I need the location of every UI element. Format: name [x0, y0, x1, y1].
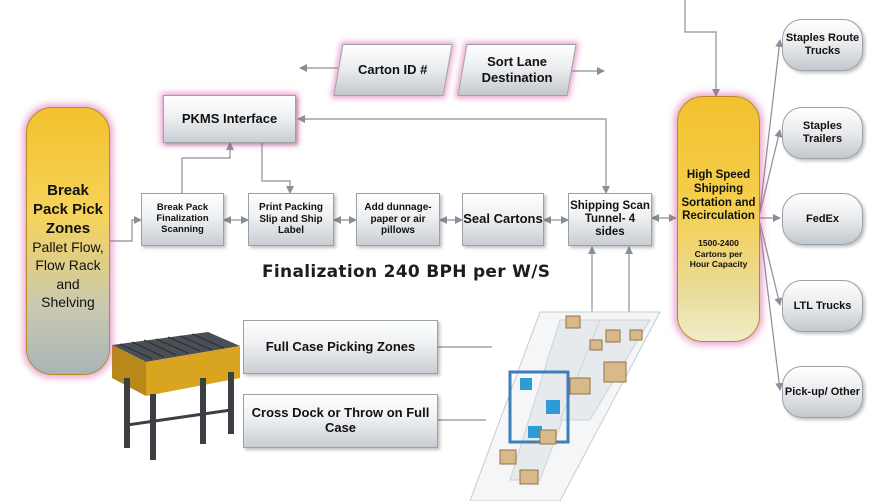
carton-id-field: Carton ID # — [333, 44, 453, 96]
pkms-label: PKMS Interface — [181, 110, 278, 126]
line-breakpack-to-scanning — [110, 216, 142, 242]
pkms-interface-box: PKMS Interface — [163, 95, 296, 143]
break-pack-title: Break Pack Pick Zones — [32, 182, 104, 237]
destination-pickup-other: Pick-up/ Other — [782, 366, 863, 418]
step-break-pack-scanning: Break Pack Finalization Scanning — [141, 193, 224, 246]
step-label: Print Packing Slip and Ship Label — [259, 202, 323, 237]
fan-to-trailers — [759, 129, 783, 214]
line-top-to-sortation — [684, 0, 720, 97]
sort-lane-label: Sort Lane Destination — [481, 54, 553, 85]
destination-label: LTL Trucks — [793, 299, 852, 312]
sortation-title: High Speed Shipping Sortation and Recirc… — [681, 169, 756, 223]
finalization-rate-label: Finalization 240 BPH per W/S — [262, 262, 551, 282]
destination-fedex: FedEx — [782, 193, 863, 245]
step-print-packing-slip: Print Packing Slip and Ship Label — [248, 193, 334, 246]
step-label: Add dunnage-paper or air pillows — [364, 202, 432, 237]
destination-label: Pick-up/ Other — [784, 385, 861, 398]
destination-label: Staples Route Trucks — [785, 32, 860, 57]
line-scanning-to-pkms — [181, 142, 234, 193]
destination-ltl-trucks: LTL Trucks — [782, 280, 863, 332]
sortation-box: High Speed Shipping Sortation and Recirc… — [677, 96, 760, 342]
break-pack-subtitle: Pallet Flow, Flow Rack and Shelving — [32, 239, 104, 310]
full-case-picking-box: Full Case Picking Zones — [243, 320, 438, 374]
line-pkms-to-tunnel — [297, 115, 610, 194]
cross-dock-label: Cross Dock or Throw on Full Case — [251, 405, 430, 435]
step-label: Seal Cartons — [463, 211, 543, 227]
line-pkms-to-print — [261, 143, 294, 194]
carton-id-label: Carton ID # — [358, 62, 428, 78]
sort-lane-field: Sort Lane Destination — [457, 44, 577, 96]
cross-dock-box: Cross Dock or Throw on Full Case — [243, 394, 438, 448]
destination-label: FedEx — [805, 212, 839, 225]
conveyor-table-image — [112, 332, 240, 460]
step-label: Shipping Scan Tunnel- 4 sides — [570, 199, 650, 239]
step-seal-cartons: Seal Cartons — [462, 193, 544, 246]
break-pack-zones: Break Pack Pick Zones Pallet Flow, Flow … — [26, 107, 110, 375]
step-label: Break Pack Finalization Scanning — [156, 202, 209, 235]
full-case-label: Full Case Picking Zones — [265, 338, 416, 354]
fan-to-route-trucks — [759, 39, 784, 211]
destination-route-trucks: Staples Route Trucks — [782, 19, 863, 71]
conveyor-system-image — [469, 311, 661, 501]
destination-label: Staples Trailers — [802, 120, 843, 145]
sortation-capacity: 1500-2400 Cartons per Hour Capacity — [689, 238, 748, 270]
step-add-dunnage: Add dunnage-paper or air pillows — [356, 193, 440, 246]
fan-to-ltl — [759, 222, 783, 306]
destination-trailers: Staples Trailers — [782, 107, 863, 159]
step-shipping-scan-tunnel: Shipping Scan Tunnel- 4 sides — [568, 193, 652, 246]
fan-to-pickup — [759, 227, 784, 391]
